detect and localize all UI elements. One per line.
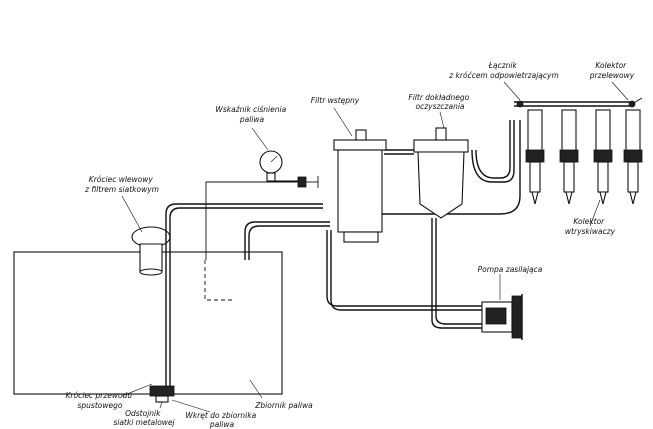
label-line: Kolektor <box>595 61 627 70</box>
tank-label: Zbiornik paliwa <box>254 401 313 410</box>
pressure-gauge-label: Wskaźnik ciśnienia paliwa <box>215 105 288 124</box>
injector <box>559 109 579 205</box>
pre-filter-label: Filtr wstępny <box>311 96 360 105</box>
fine-filter <box>413 127 469 219</box>
label-line: siatki metalowej <box>113 418 175 427</box>
overflow-collector-label: Kolektor przelewowy <box>589 61 635 80</box>
fuel-lines <box>165 120 521 386</box>
label-line: Kolektor <box>573 217 605 226</box>
connector-label: Łącznik z króćcem odpowietrzającym <box>448 61 559 80</box>
injectors-label: Kolektor wtryskiwaczy <box>565 217 616 236</box>
label-line: Filtr dokładnego <box>408 93 469 102</box>
inlet-neck-label: Króciec wlewowy z filtrem siatkowym <box>84 175 159 194</box>
injector <box>593 109 613 205</box>
drain-neck-label: Króciec przewodu spustowego <box>66 391 135 410</box>
label-line: Pompa zasilająca <box>478 265 543 274</box>
label-line: przelewowy <box>589 71 635 80</box>
supply-pump <box>481 294 523 340</box>
label-line: z króćcem odpowietrzającym <box>448 71 559 80</box>
label-line: Króciec przewodu <box>66 391 133 400</box>
label-line: Zbiornik paliwa <box>254 401 313 410</box>
label-line: Wkręt do zbiornika <box>185 411 256 420</box>
label-line: Króciec wlewowy <box>89 175 154 184</box>
injector-rail <box>514 97 643 108</box>
inlet-sleeve-label: Wkręt do zbiornika paliwa <box>185 411 258 429</box>
injector <box>525 109 545 205</box>
label-line: paliwa <box>239 115 265 124</box>
label-line: Łącznik <box>488 61 518 70</box>
fuel-tank <box>13 251 283 395</box>
injector <box>623 109 643 205</box>
label-line: spustowego <box>78 401 123 410</box>
label-line: oczyszczania <box>415 102 464 111</box>
fine-filter-label: Filtr dokładnego oczyszczania <box>408 93 471 111</box>
mesh-filter-label: Odstojnik siatki metalowej <box>113 409 175 427</box>
leader-lines <box>121 81 629 413</box>
label-line: Wskaźnik ciśnienia <box>215 105 286 114</box>
supply-pump-label: Pompa zasilająca <box>478 265 543 274</box>
drain-plug <box>149 385 175 403</box>
label-line: paliwa <box>209 420 235 429</box>
pre-filter <box>333 129 387 243</box>
label-line: z filtrem siatkowym <box>84 185 159 194</box>
label-line: Odstojnik <box>125 409 161 418</box>
label-line: wtryskiwaczy <box>565 227 616 236</box>
pressure-gauge <box>259 150 319 188</box>
label-line: Filtr wstępny <box>311 96 360 105</box>
inlet-neck <box>131 226 171 276</box>
